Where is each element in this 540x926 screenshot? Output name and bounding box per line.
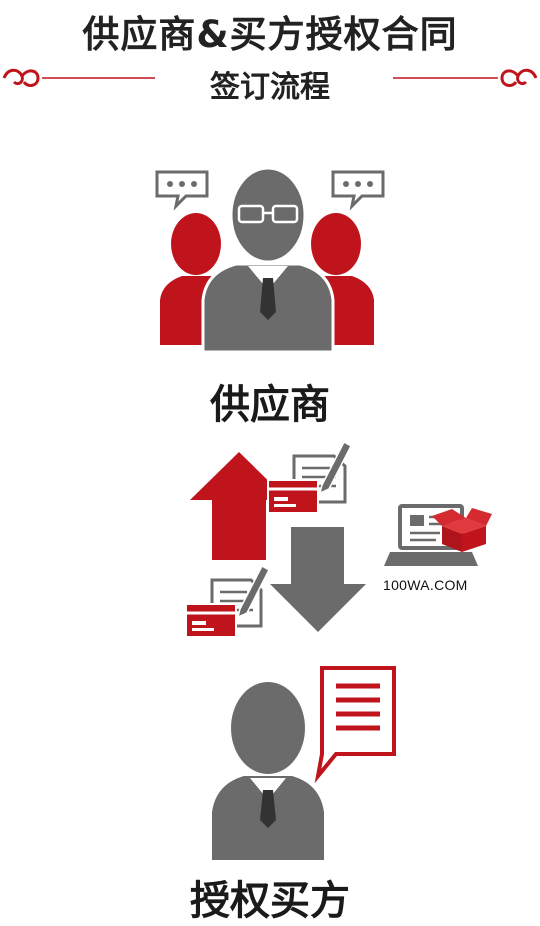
down-arrow-icon — [270, 527, 366, 632]
supplier-label: 供应商 — [210, 382, 330, 428]
ornament-right-icon — [393, 68, 538, 87]
speech-bubble-left-icon — [155, 170, 209, 211]
box-icon — [432, 508, 492, 552]
up-arrow-icon — [190, 452, 288, 560]
ornament-left-icon — [2, 68, 155, 87]
contract-sign-upper-icon — [267, 440, 352, 514]
buyer-person-icon — [212, 682, 324, 860]
speech-bubble-right-icon — [331, 170, 385, 211]
site-watermark: 100WA.COM — [383, 577, 468, 593]
supplier-group-icon — [155, 166, 385, 354]
contract-sign-lower-icon — [185, 564, 270, 638]
document-bubble-icon — [314, 666, 396, 784]
person-center-icon — [201, 166, 335, 354]
page-title: 供应商&买方授权合同 — [82, 13, 458, 56]
buyer-label: 授权买方 — [190, 878, 350, 924]
page-subtitle: 签订流程 — [210, 70, 330, 105]
